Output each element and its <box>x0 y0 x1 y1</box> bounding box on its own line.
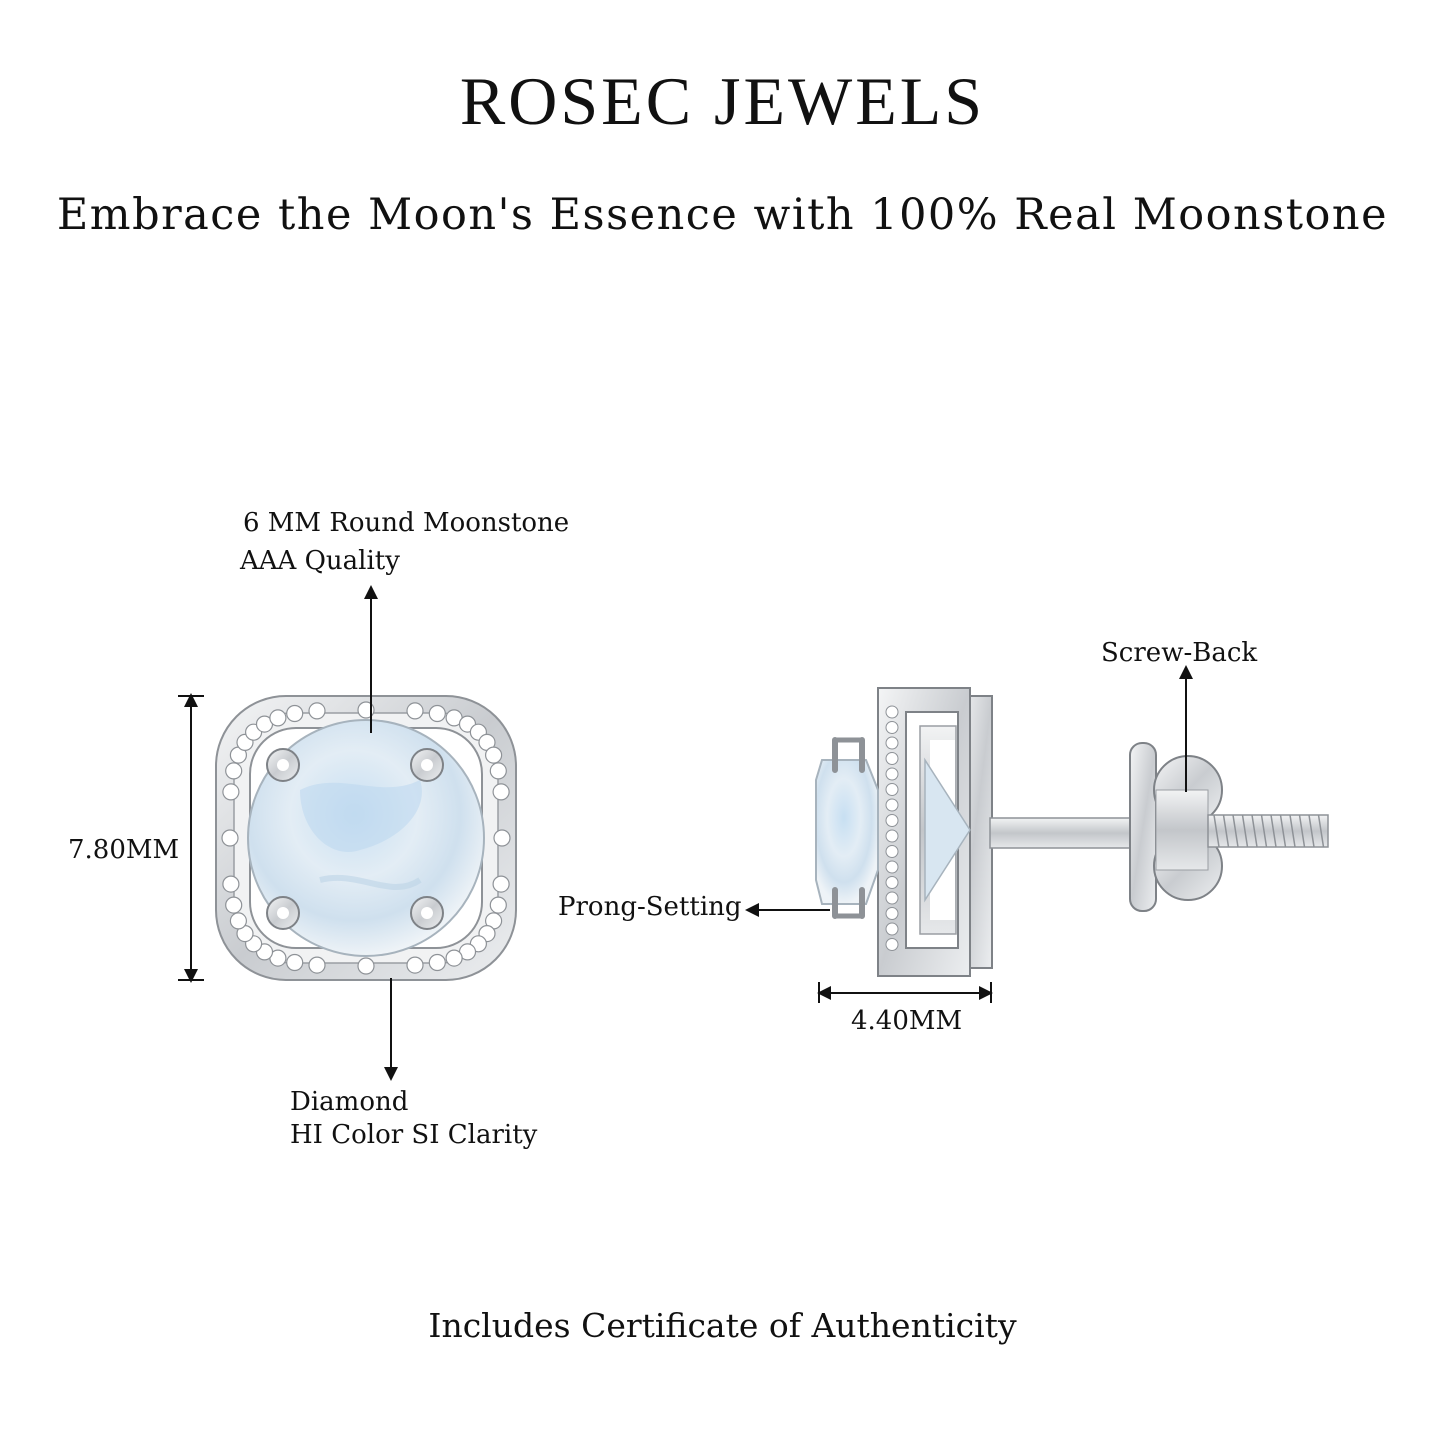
halo-diamond <box>493 829 511 847</box>
side-halo-diamond <box>885 938 899 951</box>
side-halo-diamond <box>885 721 899 734</box>
halo-diamond <box>445 949 463 967</box>
screw-thread <box>1308 814 1315 848</box>
side-halo-diamond <box>885 845 899 858</box>
side-halo-diamond <box>885 891 899 905</box>
halo-diamond <box>492 783 510 801</box>
halo-diamond <box>485 746 503 764</box>
side-halo-diamond <box>885 752 899 765</box>
halo-diamond <box>225 896 243 914</box>
width-dimension <box>817 982 993 1003</box>
side-view-earring <box>815 687 1329 977</box>
screw-thread <box>1260 814 1268 848</box>
halo-diamond <box>428 953 446 972</box>
halo-diamond <box>489 762 507 780</box>
side-halo-diamond <box>885 783 899 796</box>
screw-thread <box>1213 814 1220 848</box>
side-halo-diamond <box>885 736 899 750</box>
halo-diamond <box>308 956 326 974</box>
diamond-label-line2: HI Color SI Clarity <box>290 1120 538 1150</box>
certificate-note: Includes Certificate of Authenticity <box>428 1306 1017 1345</box>
halo-diamond <box>489 896 507 914</box>
prongs-front <box>266 748 444 930</box>
screw-thread <box>1289 814 1296 848</box>
side-halo-diamond <box>885 860 899 874</box>
halo-diamond <box>428 704 446 723</box>
halo-diamond <box>269 709 287 727</box>
prong-setting-label: Prong-Setting <box>558 892 742 922</box>
halo-diamonds <box>221 701 511 975</box>
side-halo-diamonds <box>885 705 899 951</box>
front-view-earring <box>215 695 517 981</box>
halo-diamond <box>229 912 247 930</box>
halo-diamond <box>406 702 424 720</box>
side-halo-diamond <box>885 767 899 781</box>
halo-diamond <box>222 875 240 893</box>
screw-thread <box>1279 814 1287 848</box>
side-halo-diamond <box>885 922 899 936</box>
diamond-label-line1: Diamond <box>290 1087 409 1117</box>
screw-back-label: Screw-Back <box>1101 638 1258 668</box>
stone-label-line1: 6 MM Round Moonstone <box>243 508 570 538</box>
screw-thread <box>1270 814 1277 848</box>
halo-diamond <box>492 875 510 893</box>
screw-thread <box>1251 814 1258 848</box>
earring-post <box>989 817 1141 849</box>
halo-diamond <box>221 829 239 847</box>
halo-diamond <box>406 956 424 974</box>
halo-diamond <box>357 957 375 975</box>
side-halo-diamond <box>885 876 899 889</box>
moonstone-side <box>815 759 879 905</box>
height-label: 7.80MM <box>68 835 180 865</box>
side-halo-diamond <box>885 814 899 827</box>
width-label: 4.40MM <box>851 1006 963 1036</box>
screw-thread <box>1241 814 1249 848</box>
height-dimension <box>178 693 204 983</box>
screw-back <box>1129 742 1329 912</box>
halo-diamond <box>286 953 304 972</box>
brand-title: ROSEC JEWELS <box>459 63 986 139</box>
side-halo-diamond <box>885 829 899 843</box>
halo-diamond <box>308 702 326 720</box>
tagline: Embrace the Moon's Essence with 100% Rea… <box>56 190 1389 240</box>
side-halo-diamond <box>885 798 899 812</box>
screw-thread <box>1298 814 1306 848</box>
stone-label-line2: AAA Quality <box>240 546 400 576</box>
side-halo-diamond <box>885 907 899 920</box>
screw-thread <box>1222 814 1230 848</box>
halo-diamond <box>286 704 304 723</box>
screw-thread <box>1317 814 1325 848</box>
halo-diamond <box>222 783 240 801</box>
screw-thread <box>1232 814 1239 848</box>
side-halo-diamond <box>885 705 899 719</box>
halo-diamond <box>225 762 243 780</box>
